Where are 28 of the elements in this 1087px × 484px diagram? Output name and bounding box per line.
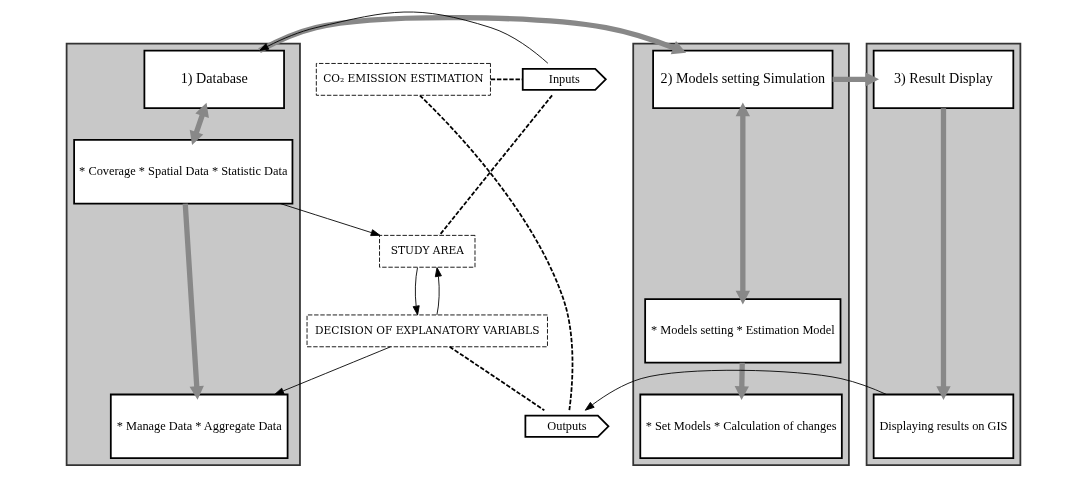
arrow	[434, 267, 442, 316]
arrow	[584, 369, 887, 411]
arrow	[280, 203, 381, 237]
node-box: 3) Result Display	[872, 49, 1015, 109]
node-box: CO₂ EMISSION ESTIMATION	[315, 63, 491, 96]
arrow	[182, 203, 204, 400]
connector	[448, 345, 546, 412]
arrow	[412, 267, 420, 316]
node-box: 2) Models setting Simulation	[652, 49, 834, 109]
arrow	[936, 108, 951, 400]
node-box: * Manage Data * Aggregate Data	[109, 393, 289, 460]
node-box: * Set Models * Calculation of changes	[639, 393, 843, 460]
connector	[489, 78, 524, 81]
arrow	[189, 102, 209, 146]
connector	[438, 94, 553, 237]
connector	[419, 94, 574, 412]
arrow	[258, 15, 687, 55]
arrow	[274, 346, 392, 395]
node-box: DECISION OF EXPLANATORY VARIABLS	[306, 314, 548, 348]
node-box: * Models setting * Estimation Model	[644, 298, 842, 364]
arrow	[735, 102, 750, 305]
node-box: Displaying results on GIS	[872, 393, 1015, 460]
arrow	[734, 362, 749, 400]
node-box: 1) Database	[143, 49, 285, 109]
arrow	[259, 11, 549, 64]
node-box: * Coverage * Spatial Data * Statistic Data	[73, 139, 294, 205]
arrow	[832, 72, 879, 87]
node-box: STUDY AREA	[379, 234, 476, 268]
